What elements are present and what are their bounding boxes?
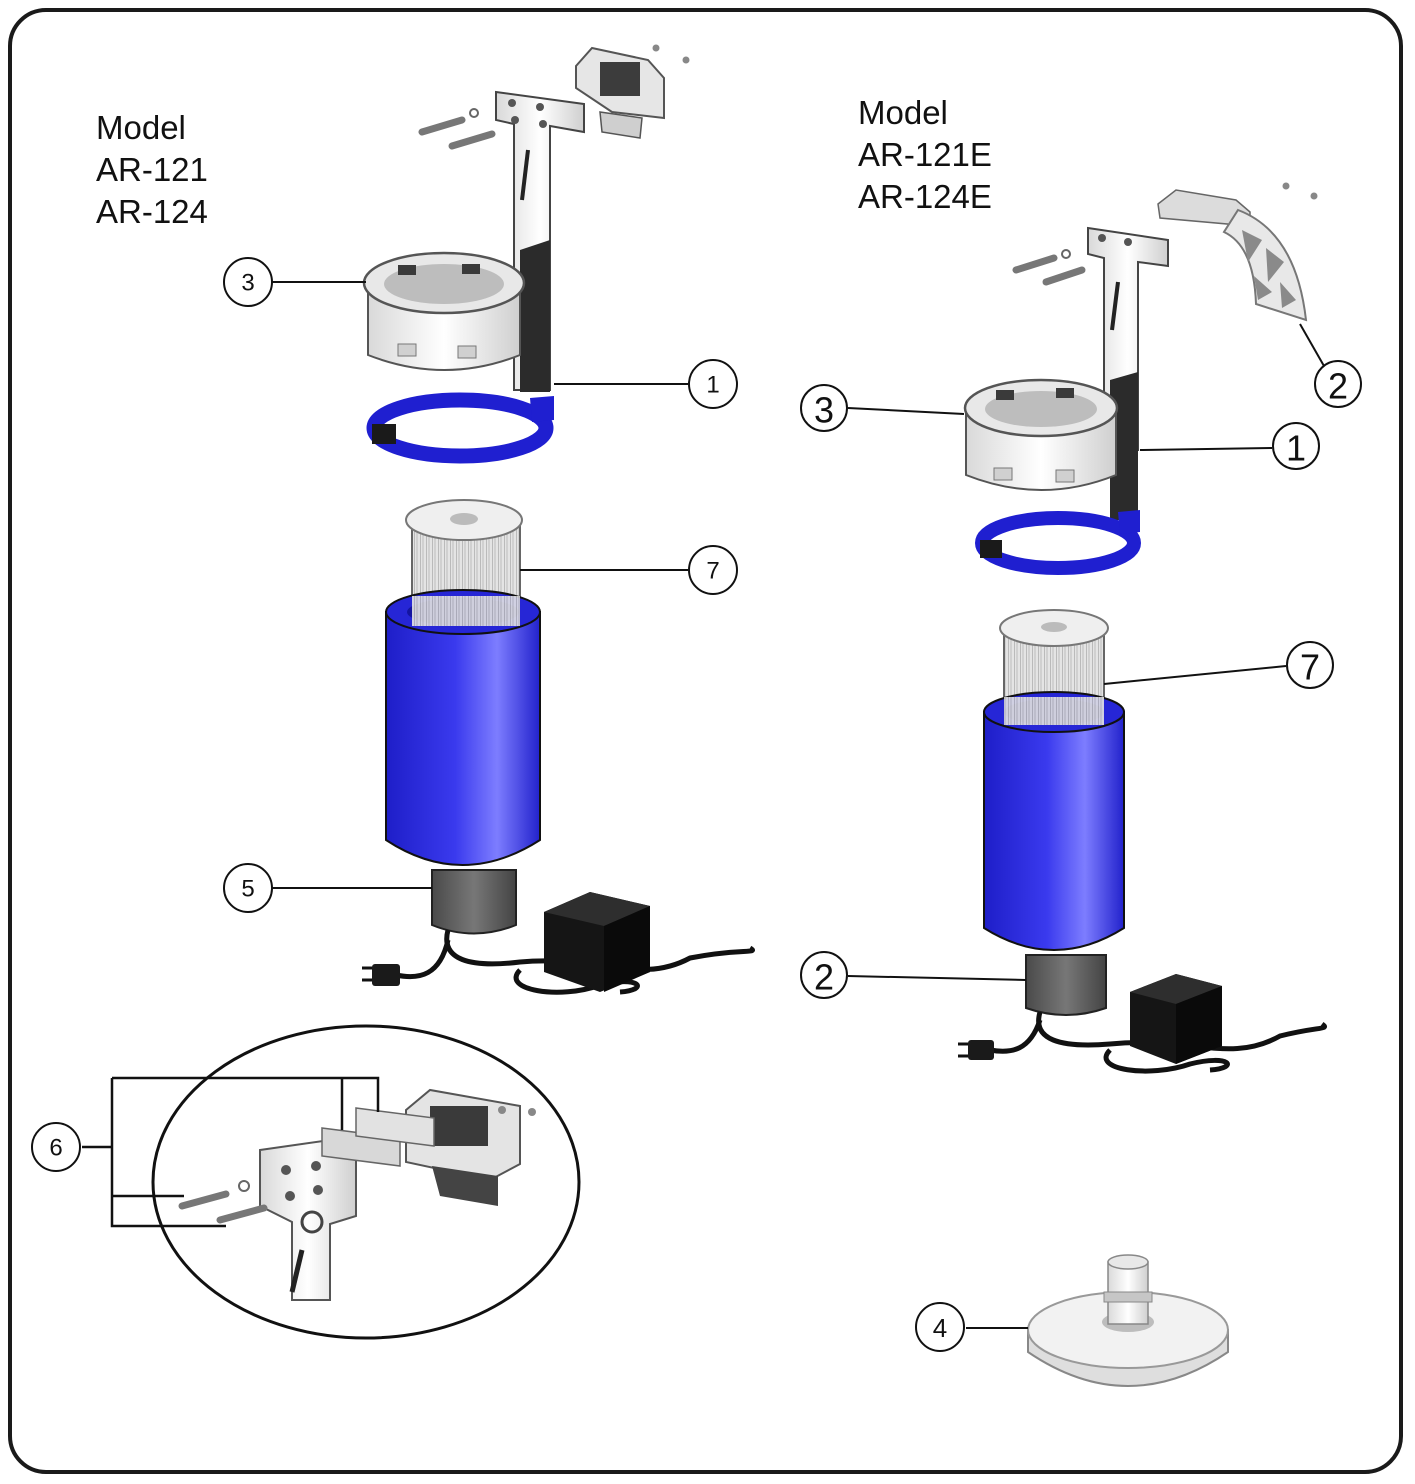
model-left-line-3: AR-124 [96,193,208,230]
right-pump [1025,954,1107,1016]
callout-right-3-label: 3 [814,390,834,431]
callout-right-4-label: 4 [933,1313,947,1343]
detail-screws [178,1180,268,1224]
callout-left-1: 1 [688,359,738,409]
callout-6-bracket-lines [82,1076,380,1228]
left-screws [418,44,690,150]
detail-oval [151,1024,581,1340]
right-clamp-ring [975,510,1141,575]
left-blue-housing [385,589,541,866]
callout-right-7: 7 [1286,641,1334,689]
callout-right-2-top-label: 2 [1328,366,1348,407]
detail-clip [405,1088,536,1206]
left-wall-clip [575,46,665,139]
callout-left-7: 7 [688,545,738,595]
callout-left-7-label: 7 [706,558,719,585]
right-curved-wall-bracket [1157,189,1308,322]
callout-right-2-top: 2 [1314,360,1362,408]
callout-right-2-bottom: 2 [800,951,848,999]
left-skimmer-bowl [362,251,526,371]
callout-left-3-label: 3 [241,270,254,297]
left-clamp-ring [366,392,554,464]
callout-left-3: 3 [223,257,273,307]
right-blue-housing [983,691,1125,951]
callout-right-2-bottom-label: 2 [814,957,834,998]
right-power-supply [958,974,1327,1074]
detail-spacer-plates [321,1107,435,1167]
model-left-line-1: Model [96,109,186,146]
callout-left-5-label: 5 [241,876,254,903]
model-left-line-2: AR-121 [96,151,208,188]
diagram-frame [8,8,1403,1474]
model-label-left: Model AR-121 AR-124 [96,107,208,233]
callout-right-4: 4 [915,1302,965,1352]
leader-lines [272,281,1325,1329]
model-right-line-1: Model [858,94,948,131]
right-screws [1012,182,1318,286]
callout-right-7-label: 7 [1300,647,1320,688]
model-right-line-2: AR-121E [858,136,992,173]
callout-left-5: 5 [223,863,273,913]
callout-right-3: 3 [800,384,848,432]
callout-left-6-label: 6 [49,1135,62,1162]
right-assembly [958,182,1327,1074]
model-right-line-3: AR-124E [858,178,992,215]
callout-right-1: 1 [1272,422,1320,470]
callout-left-1-label: 1 [706,372,719,399]
left-assembly [362,44,755,995]
callout-right-1-label: 1 [1286,428,1306,469]
callout-left-6: 6 [31,1122,81,1172]
left-pump [431,869,517,935]
left-power-supply [362,892,755,995]
right-skimmer-bowl [963,378,1119,491]
skimmer-adapter-disc [1027,1254,1229,1387]
model-label-right: Model AR-121E AR-124E [858,92,992,218]
